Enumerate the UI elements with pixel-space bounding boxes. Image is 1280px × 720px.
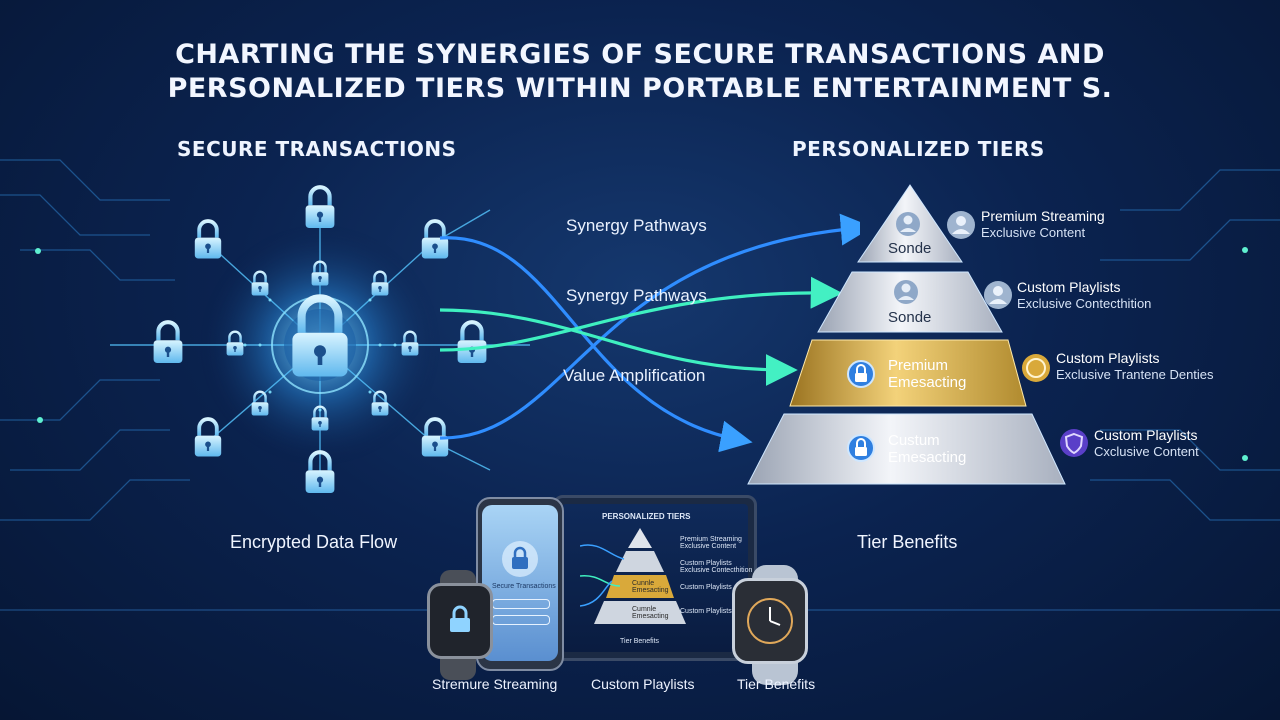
benefit-2: Custom Playlists Exclusive Contecthition bbox=[1017, 279, 1152, 311]
tablet-benefit-3: Custom Playlists bbox=[680, 584, 732, 591]
title-line-2: PERSONALIZED TIERS WITHIN PORTABLE ENTER… bbox=[167, 73, 1113, 104]
tablet-heading: PERSONALIZED TIERS bbox=[602, 512, 691, 521]
smartwatch-left bbox=[427, 583, 493, 659]
phone-text: Secure Transactions bbox=[492, 583, 556, 590]
benefit-shield-icon bbox=[1060, 429, 1088, 457]
pathway-label-2: Synergy Pathways bbox=[566, 286, 707, 305]
tier-benefits-caption: Tier Benefits bbox=[857, 532, 958, 552]
synergy-arrows bbox=[440, 213, 860, 453]
phone-lock-icon bbox=[502, 541, 538, 577]
tablet-tier-4: Cumnle Emesacting bbox=[632, 606, 669, 620]
tablet-screen: PERSONALIZED TIERS Cunnle Emesacting Cum… bbox=[562, 504, 752, 652]
tablet-device: PERSONALIZED TIERS Cunnle Emesacting Cum… bbox=[553, 495, 757, 661]
watch-clock-icon bbox=[747, 598, 793, 644]
tablet-caption: Tier Benefits bbox=[620, 638, 660, 645]
tier-2-label: Sonde bbox=[888, 309, 932, 326]
watch-lock-icon bbox=[450, 605, 470, 632]
tier-pyramid bbox=[747, 184, 1066, 485]
benefit-coin-icon bbox=[1022, 354, 1050, 382]
phone-input[interactable] bbox=[492, 599, 550, 609]
pathway-label-1: Synergy Pathways bbox=[566, 216, 707, 235]
tablet-benefit-1: Premium Streaming Exclusive Content bbox=[680, 536, 742, 550]
bottom-label-1: Stremure Streaming bbox=[432, 676, 558, 692]
benefit-user-icon-1 bbox=[947, 211, 975, 239]
benefit-user-icon-2 bbox=[984, 281, 1012, 309]
tier-3-label: Premium Emesacting bbox=[888, 357, 967, 391]
tier-1-label: Sonde bbox=[888, 240, 932, 257]
tablet-pyramid bbox=[580, 528, 686, 624]
bottom-label-2: Custom Playlists bbox=[591, 676, 695, 692]
secure-transactions-heading: SECURE TRANSACTIONS bbox=[177, 137, 457, 161]
phone-screen: Secure Transactions bbox=[482, 505, 558, 661]
bottom-label-3: Tier Benefits bbox=[737, 676, 816, 692]
title-line-1: CHARTING THE SYNERGIES OF SECURE TRANSAC… bbox=[175, 39, 1105, 70]
tablet-benefit-4: Custom Playlists bbox=[680, 608, 732, 615]
phone-button[interactable] bbox=[492, 615, 550, 625]
main-title: CHARTING THE SYNERGIES OF SECURE TRANSAC… bbox=[0, 38, 1280, 106]
tier-4-label: Custum Emesacting bbox=[888, 432, 967, 466]
encrypted-data-flow-caption: Encrypted Data Flow bbox=[230, 532, 398, 552]
tablet-tier-3: Cunnle Emesacting bbox=[632, 580, 669, 594]
benefit-3: Custom Playlists Exclusive Trantene Dent… bbox=[1056, 350, 1214, 382]
benefit-1: Premium Streaming Exclusive Content bbox=[981, 208, 1105, 240]
tier-icons bbox=[847, 212, 920, 462]
personalized-tiers-heading: PERSONALIZED TIERS bbox=[792, 137, 1045, 161]
tablet-benefit-2: Custom Playlists Exclusive Contecthition bbox=[680, 560, 753, 574]
lock-network bbox=[110, 170, 530, 550]
smartwatch-right bbox=[732, 578, 808, 664]
pathway-label-3: Value Amplification bbox=[563, 366, 706, 385]
benefit-4: Custom Playlists Cxclusive Content bbox=[1094, 427, 1199, 459]
